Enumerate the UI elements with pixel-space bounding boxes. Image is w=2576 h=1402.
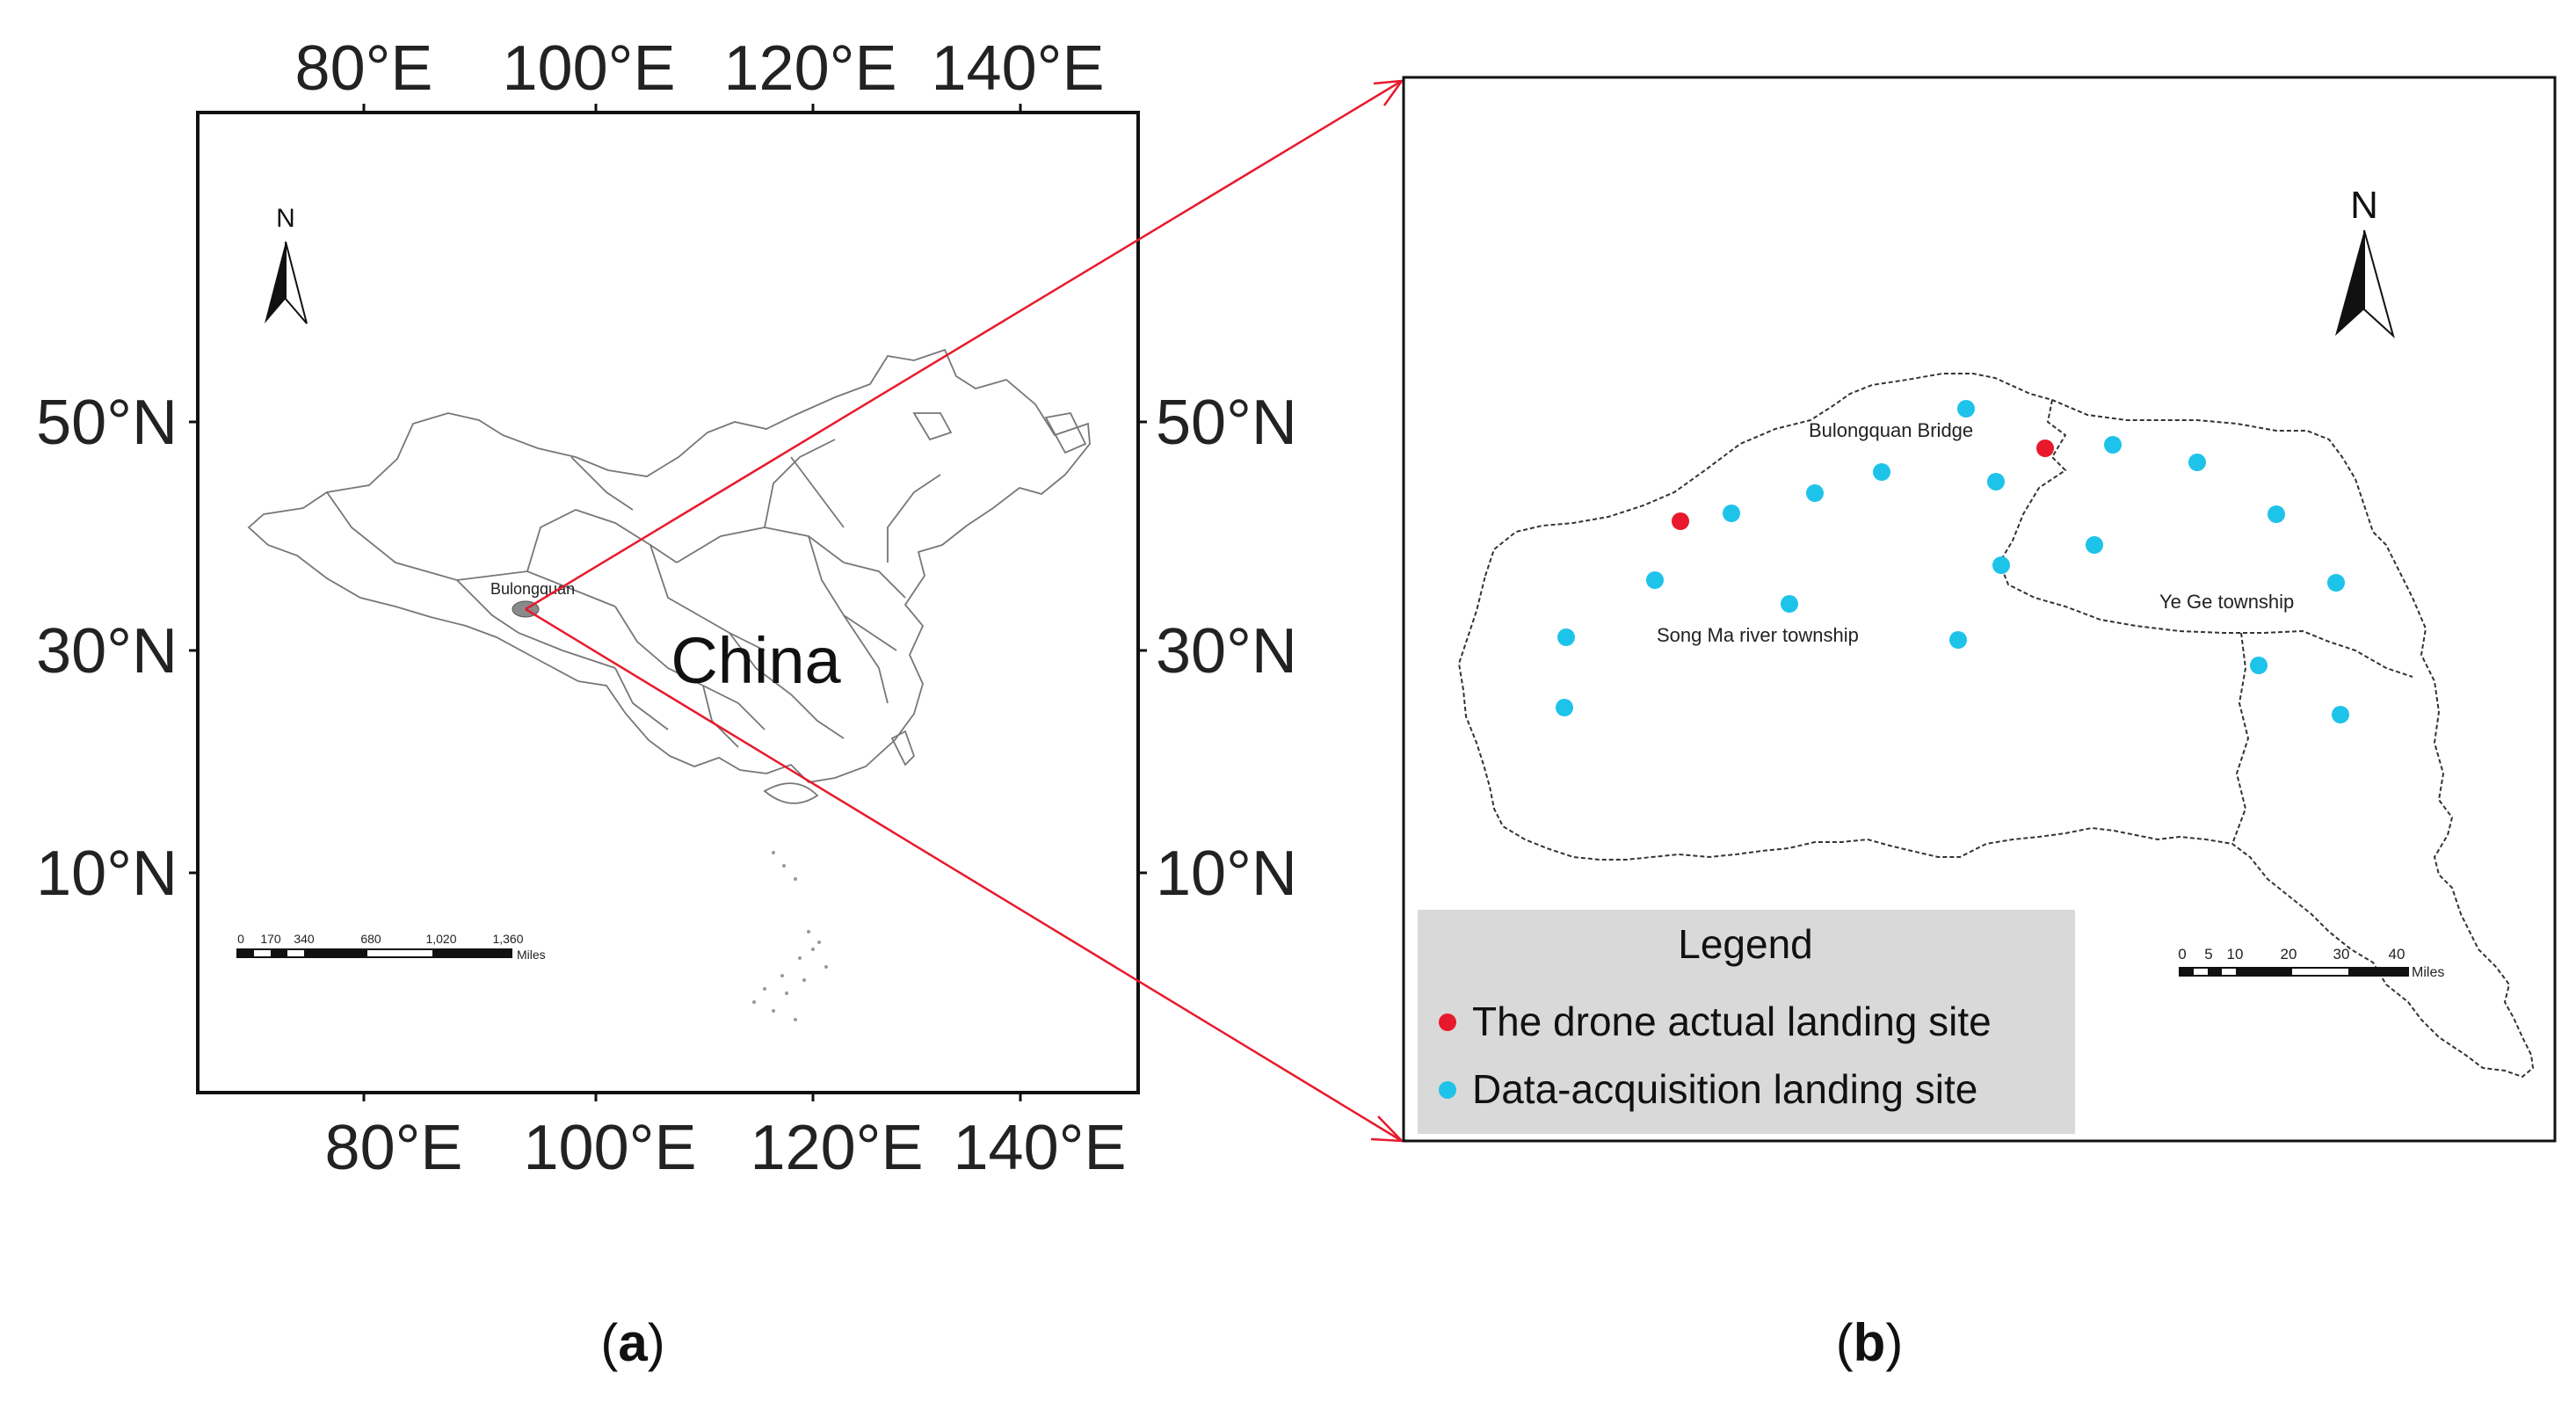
acquisition-site-marker <box>1949 631 1967 649</box>
caption-close-paren: ) <box>648 1313 665 1372</box>
region-outline <box>1457 373 2535 1079</box>
scale-b-tick: 0 <box>2178 946 2186 963</box>
panel-a-map: 80°E 100°E 120°E 140°E 80°E 100°E 120°E … <box>36 33 1297 1183</box>
drone-landing-site-marker <box>2036 439 2054 457</box>
drone-landing-sites <box>1672 439 2054 530</box>
panel-a-frame <box>196 111 1140 1094</box>
scale-b-tick: 20 <box>2281 946 2297 963</box>
legend-background <box>1418 910 2075 1134</box>
acquisition-sites <box>1556 400 2349 723</box>
north-arrow-icon: N <box>265 204 308 324</box>
scale-b-tick: 5 <box>2204 946 2212 963</box>
bottom-lon-label: 80°E <box>325 1113 463 1183</box>
legend: Legend The drone actual landing site Dat… <box>1418 910 2075 1134</box>
acquisition-site-marker <box>2104 436 2122 454</box>
acquisition-site-marker <box>1957 400 1975 418</box>
panel-b-frame <box>1402 76 2557 1143</box>
yege-township-label: Ye Ge township <box>2159 591 2294 613</box>
drone-landing-site-marker <box>1672 512 1689 530</box>
acquisition-site-marker <box>1992 556 2010 574</box>
scale-bar-a: 0 170 340 680 1,020 1,360 Miles <box>236 932 546 962</box>
right-lat-label: 10°N <box>1156 839 1297 909</box>
top-lon-label: 120°E <box>724 33 897 104</box>
scale-b-tick: 30 <box>2333 946 2350 963</box>
right-lat-label: 50°N <box>1156 388 1297 458</box>
left-lat-label: 30°N <box>36 616 178 686</box>
acquisition-site-marker <box>2268 505 2285 523</box>
legend-acquisition-label: Data-acquisition landing site <box>1472 1066 1977 1112</box>
scale-a-unit: Miles <box>517 948 546 962</box>
legend-drone-label: The drone actual landing site <box>1472 999 1992 1044</box>
zoom-pointer-lines <box>525 79 1405 1143</box>
caption-open-paren: ( <box>1836 1313 1854 1372</box>
right-lat-label: 30°N <box>1156 616 1297 686</box>
songma-township-label: Song Ma river township <box>1657 624 1859 646</box>
caption-close-paren: ) <box>1885 1313 1903 1372</box>
legend-acquisition-swatch <box>1439 1081 1456 1099</box>
left-lat-label: 50°N <box>36 388 178 458</box>
scale-a-tick: 340 <box>294 932 315 946</box>
bottom-lon-label: 120°E <box>751 1113 924 1183</box>
acquisition-site-marker <box>1806 484 1824 502</box>
scale-a-tick: 0 <box>237 932 244 946</box>
south-china-sea-islands <box>752 851 828 1021</box>
scale-bar-b: 0 5 10 20 30 40 Miles <box>2178 946 2444 980</box>
acquisition-site-marker <box>1723 505 1740 522</box>
acquisition-site-marker <box>1987 473 2005 490</box>
legend-title: Legend <box>1678 921 1813 967</box>
top-lon-label: 140°E <box>932 33 1105 104</box>
bridge-label: Bulongquan Bridge <box>1809 419 1973 441</box>
panel-b-map: N Bulongquan Bridge Song Ma river townsh… <box>1402 76 2557 1143</box>
scale-b-tick: 10 <box>2227 946 2244 963</box>
acquisition-site-marker <box>2250 657 2268 674</box>
legend-drone-swatch <box>1439 1013 1456 1031</box>
bottom-lon-label: 100°E <box>524 1113 697 1183</box>
caption-open-paren: ( <box>600 1313 618 1372</box>
acquisition-site-marker <box>1557 628 1575 646</box>
acquisition-site-marker <box>1781 595 1798 613</box>
country-label: China <box>671 624 841 697</box>
site-label: Bulongquan <box>490 580 575 598</box>
acquisition-site-marker <box>1873 463 1890 481</box>
caption-a: (a) <box>600 1313 664 1372</box>
scale-a-tick: 170 <box>260 932 281 946</box>
north-arrow-label: N <box>276 204 295 233</box>
top-lon-label: 80°E <box>295 33 433 104</box>
scale-a-tick: 1,020 <box>425 932 456 946</box>
acquisition-site-marker <box>2332 706 2349 723</box>
acquisition-site-marker <box>1556 699 1573 716</box>
scale-b-unit: Miles <box>2412 965 2444 980</box>
scale-a-tick: 1,360 <box>492 932 523 946</box>
china-outline <box>247 348 1091 804</box>
north-arrow-label: N <box>2350 184 2378 227</box>
scale-a-tick: 680 <box>360 932 381 946</box>
scale-b-tick: 40 <box>2389 946 2405 963</box>
caption-letter-b: b <box>1854 1313 1886 1372</box>
panel-a-ticks <box>189 104 1147 1101</box>
left-lat-label: 10°N <box>36 839 178 909</box>
north-arrow-icon: N <box>2335 184 2395 339</box>
acquisition-site-marker <box>2086 536 2103 554</box>
acquisition-site-marker <box>1646 571 1664 589</box>
top-lon-label: 100°E <box>503 33 676 104</box>
caption-letter-a: a <box>618 1313 648 1372</box>
caption-b: (b) <box>1836 1313 1904 1372</box>
acquisition-site-marker <box>2327 574 2345 592</box>
acquisition-site-marker <box>2188 454 2206 471</box>
bottom-lon-label: 140°E <box>954 1113 1127 1183</box>
